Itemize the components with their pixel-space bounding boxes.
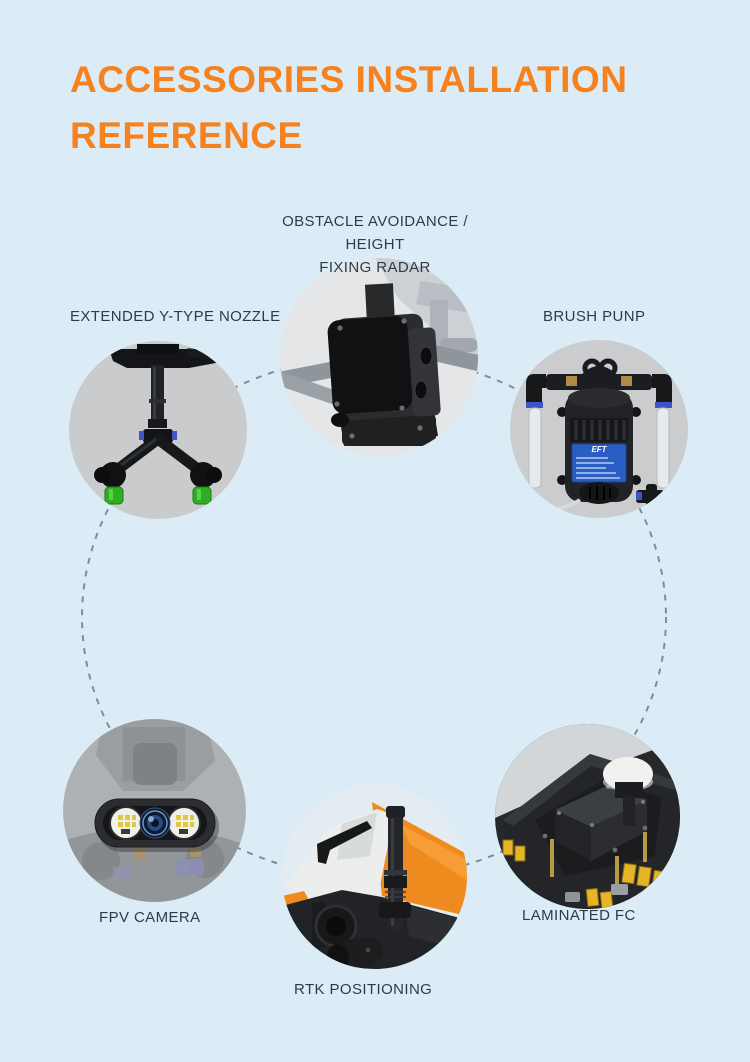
- laminated-fc-photo: [495, 724, 680, 909]
- camera-lens: [139, 807, 171, 839]
- page-title-line1: ACCESSORIES INSTALLATION: [70, 59, 628, 100]
- pump-spec-label: EFT: [571, 443, 627, 483]
- radar-label-line2: FIXING RADAR: [319, 259, 431, 276]
- fc-label: LAMINATED FC: [522, 907, 636, 924]
- nozzle-photo-circle: [69, 341, 247, 519]
- pump-photo-circle: EFT: [510, 340, 688, 518]
- radar-label: OBSTACLE AVOIDANCE / HEIGHT FIXING RADAR: [252, 210, 498, 279]
- extended-y-type-nozzle-photo: [69, 341, 247, 519]
- led-light-right: [167, 806, 201, 840]
- fc-photo-circle: [495, 724, 680, 909]
- rtk-photo-circle: [282, 784, 467, 969]
- rtk-positioning-photo: [282, 784, 467, 969]
- nozzle-label: EXTENDED Y-TYPE NOZZLE: [70, 308, 281, 325]
- fpv-label: FPV CAMERA: [99, 909, 201, 926]
- page-title-line2: REFERENCE: [70, 115, 303, 156]
- page-title: ACCESSORIES INSTALLATION REFERENCE: [70, 52, 627, 164]
- brush-pump-photo: EFT: [510, 340, 688, 518]
- led-light-left: [109, 806, 143, 840]
- rtk-antenna-mast: [379, 806, 411, 930]
- green-nozzle-tips: [104, 486, 212, 505]
- fpv-photo-circle: [63, 719, 246, 902]
- rtk-label: RTK POSITIONING: [294, 981, 433, 998]
- pump-brand-text: EFT: [591, 445, 607, 454]
- radar-label-line1: OBSTACLE AVOIDANCE / HEIGHT: [282, 213, 468, 253]
- obstacle-avoidance-radar-photo: [280, 258, 478, 456]
- radar-photo-circle: [280, 258, 478, 456]
- fpv-camera-photo: [63, 719, 246, 902]
- pump-label: BRUSH PUNP: [543, 308, 646, 325]
- gps-dome: [603, 757, 653, 826]
